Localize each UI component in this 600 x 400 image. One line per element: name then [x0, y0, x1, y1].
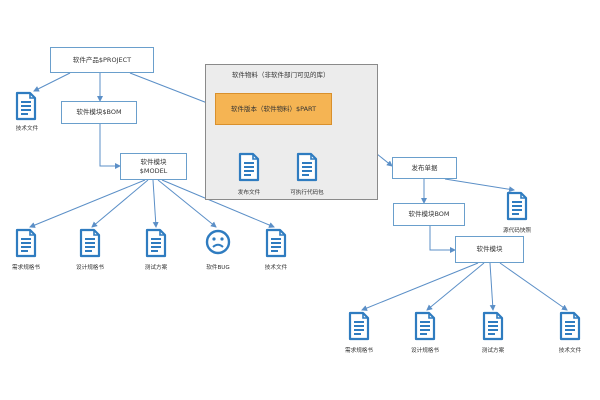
document-icon	[296, 152, 318, 182]
module-bom-left-node[interactable]: 软件模块$BOM	[61, 101, 137, 124]
release-order-label: 发布单据	[411, 163, 438, 172]
document-icon	[482, 311, 504, 341]
edge-module-right-tech	[499, 262, 568, 311]
release-doc-label: 发布文件	[237, 190, 261, 196]
module-bom-right-label: 软件模块BOM	[408, 210, 450, 219]
spart-label: 软件版本（软件物料）$PART	[230, 104, 317, 113]
left-design-label: 设计规格书	[76, 265, 104, 271]
tech-doc-top-label: 技术文件	[15, 126, 39, 132]
release-order-node[interactable]: 发布单据	[392, 157, 457, 179]
left-bug-label: 软件BUG	[206, 265, 230, 271]
edge-module-test	[152, 179, 159, 228]
spart-node[interactable]: 软件版本（软件物料）$PART	[215, 93, 332, 125]
module-left-label-1: 软件模块	[140, 158, 167, 167]
edge-product-techdoc	[33, 72, 71, 92]
software-material-group	[205, 64, 378, 200]
edge-product-spart	[129, 72, 216, 107]
right-tech-label: 技术文件	[558, 348, 582, 354]
left-test-label: 测试方案	[144, 265, 168, 271]
edge-bom-module	[99, 124, 121, 169]
edge-module-tech	[161, 179, 275, 228]
module-bom-right-node[interactable]: 软件模块BOM	[393, 203, 465, 226]
document-icon	[15, 91, 37, 121]
product-node[interactable]: 软件产品$PROJECT	[50, 47, 154, 73]
edge-module-req	[29, 179, 146, 228]
document-icon	[79, 228, 101, 258]
document-icon	[238, 152, 260, 182]
module-left-node[interactable]: 软件模块 $MODEL	[120, 153, 187, 180]
edge-module-bug	[157, 179, 217, 228]
exec-code-label: 可执行代码包	[290, 190, 324, 196]
left-req-label: 需求规格书	[12, 265, 40, 271]
sad-face-icon	[205, 229, 231, 255]
group-title: 软件物料（非软件部门可见的库）	[232, 71, 330, 79]
document-icon	[506, 191, 528, 221]
document-icon	[15, 228, 37, 258]
module-bom-left-label: 软件模块$BOM	[76, 108, 122, 117]
right-req-label: 需求规格书	[345, 348, 373, 354]
module-left-label-2: $MODEL	[139, 166, 168, 175]
module-right-label: 软件模块	[476, 245, 503, 254]
document-icon	[348, 311, 370, 341]
right-test-label: 测试方案	[481, 348, 505, 354]
product-label: 软件产品$PROJECT	[72, 55, 132, 64]
document-icon	[559, 311, 581, 341]
document-icon	[265, 228, 287, 258]
left-tech-label: 技术文件	[264, 265, 288, 271]
module-right-node[interactable]: 软件模块	[455, 236, 524, 263]
edge-module-right-req	[361, 262, 479, 311]
edge-order-source	[444, 178, 515, 193]
edge-module-right-test	[489, 262, 496, 311]
edge-module-right-design	[426, 262, 485, 311]
document-icon	[145, 228, 167, 258]
edge-bom-module-right	[429, 226, 456, 253]
document-icon	[414, 311, 436, 341]
right-design-label: 设计规格书	[411, 348, 439, 354]
source-code-label: 源代码快照	[503, 228, 531, 234]
edge-module-design	[91, 179, 149, 228]
